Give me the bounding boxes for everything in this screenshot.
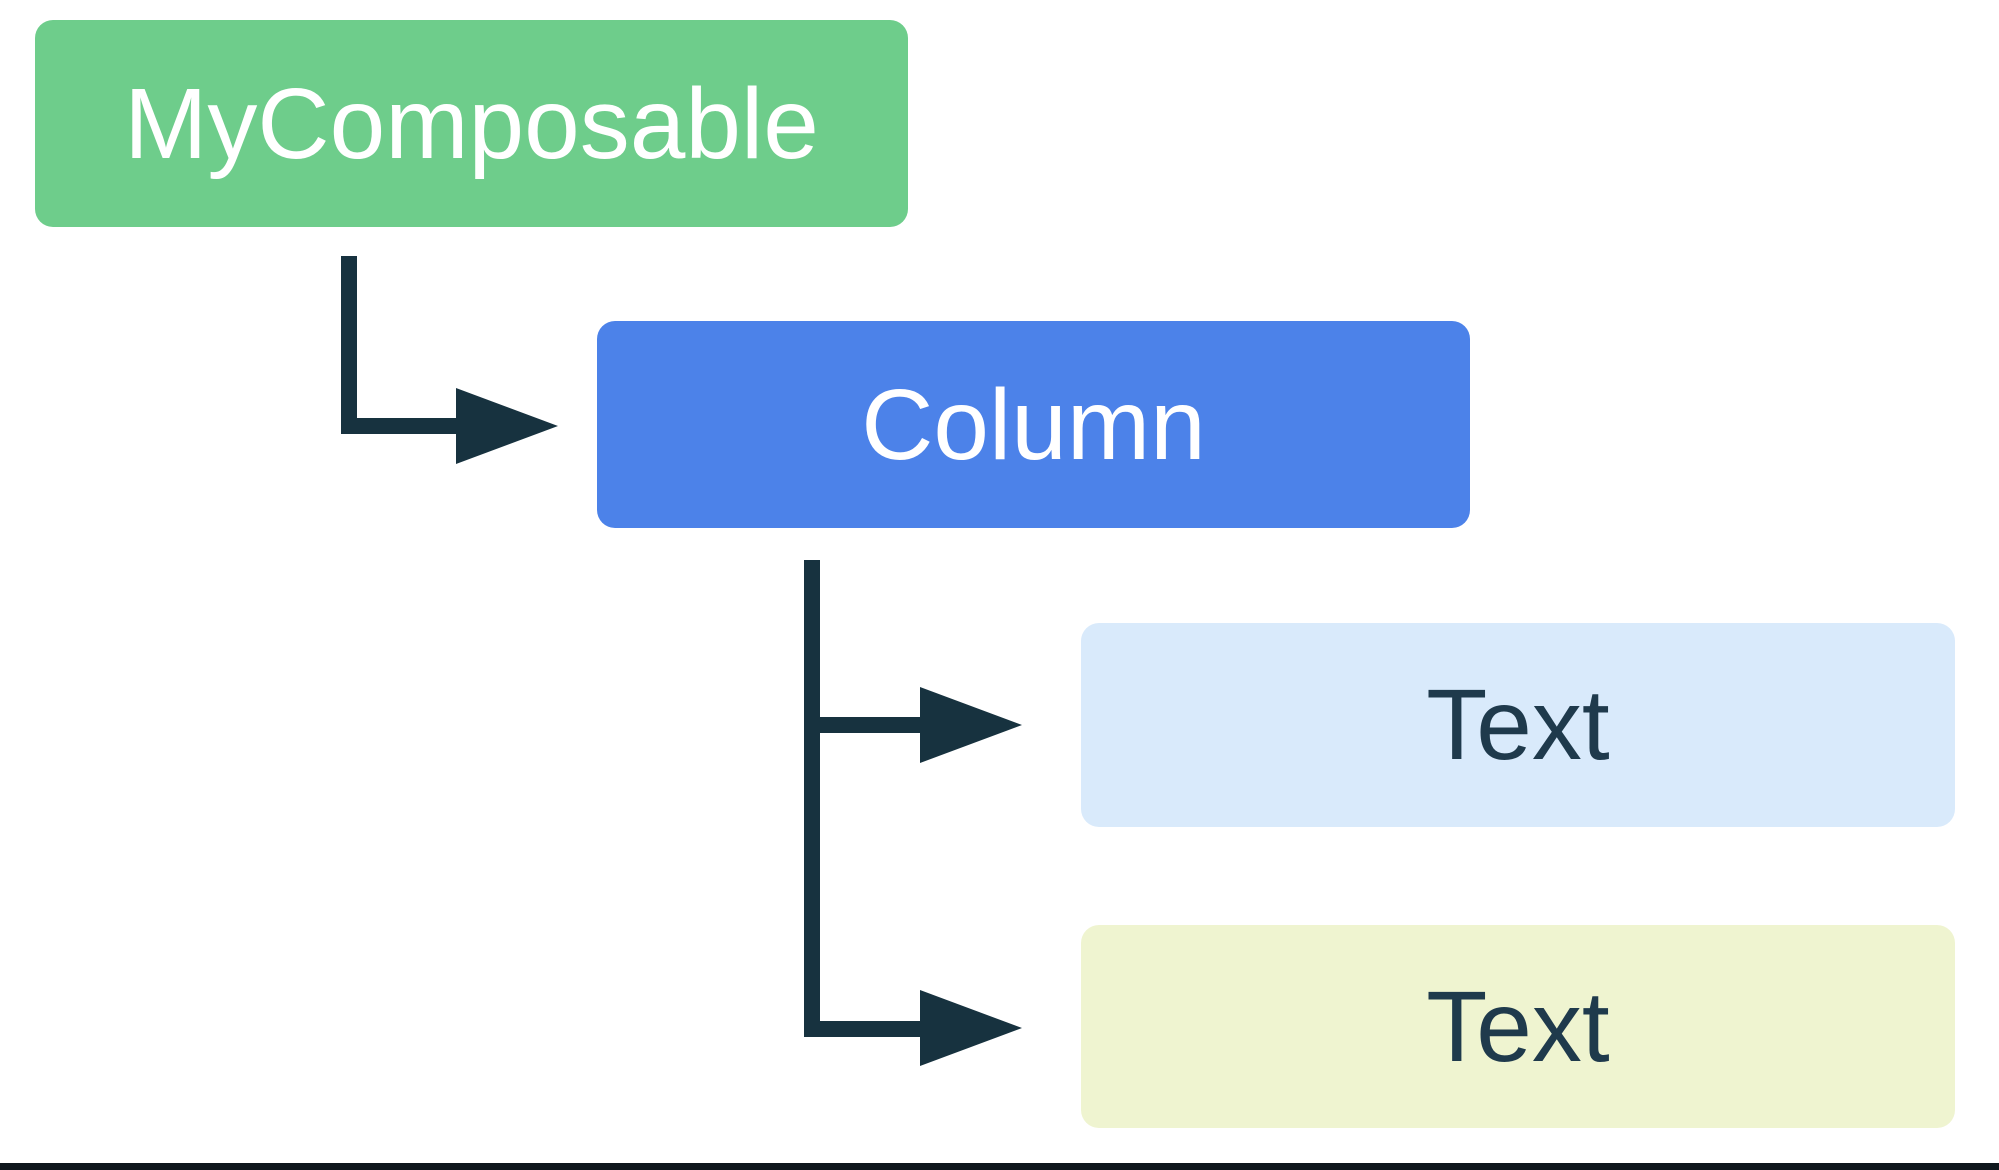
node-text-first-label: Text xyxy=(1426,669,1610,781)
node-column: Column xyxy=(597,321,1470,528)
arrowhead-column-to-text1-icon xyxy=(920,687,1022,763)
node-text-second-label: Text xyxy=(1426,970,1610,1083)
node-mycomposable-label: MyComposable xyxy=(124,67,819,180)
arrowhead-root-to-column-icon xyxy=(456,388,558,464)
connector-column-trunk-vertical xyxy=(804,560,820,1037)
node-text-first: Text xyxy=(1081,623,1955,827)
connector-column-to-text1-horizontal xyxy=(804,717,924,733)
arrowhead-column-to-text2-icon xyxy=(920,990,1022,1066)
connector-column-to-text2-horizontal xyxy=(804,1021,924,1037)
connector-root-to-column-horizontal xyxy=(341,418,463,434)
node-text-second: Text xyxy=(1081,925,1955,1128)
figure-bottom-edge-rule xyxy=(0,1163,1999,1170)
connector-root-to-column-vertical xyxy=(341,256,357,434)
node-column-label: Column xyxy=(861,368,1206,481)
node-mycomposable: MyComposable xyxy=(35,20,908,227)
